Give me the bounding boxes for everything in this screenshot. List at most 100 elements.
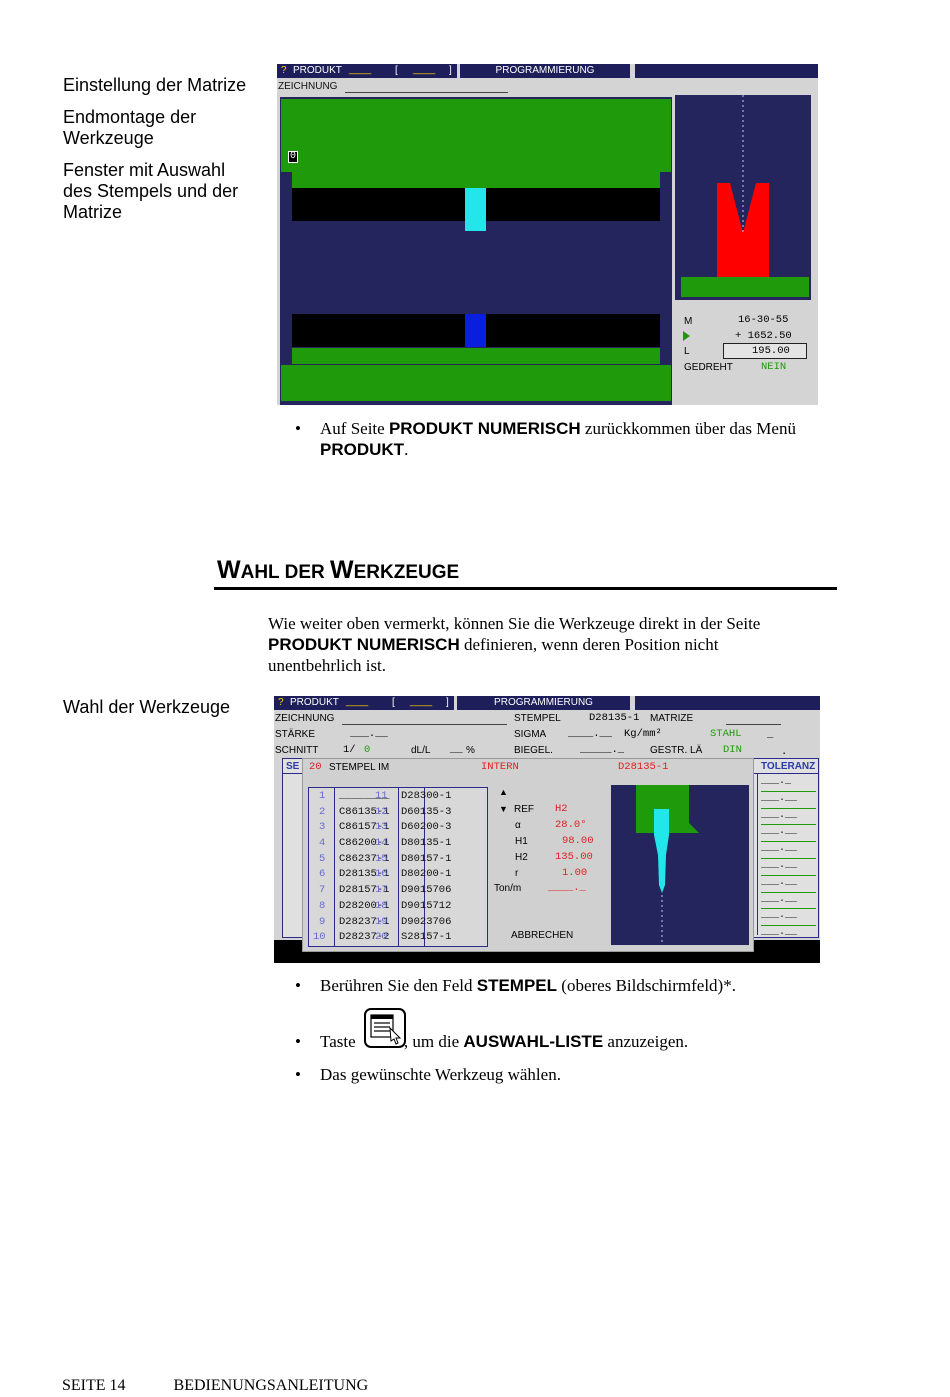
tool-list-value: D28300-1	[401, 790, 452, 802]
r-value: 1.00	[562, 867, 588, 879]
toleranz-cell[interactable]: ___.__	[761, 809, 816, 826]
list-key-icon[interactable]	[364, 1008, 406, 1048]
bracket: [	[395, 65, 398, 76]
toleranz-cell[interactable]: ___._	[761, 775, 816, 792]
programmierung-label: PROGRAMMIERUNG	[494, 697, 593, 708]
dll-label: dL/L	[411, 745, 431, 756]
stempel-label[interactable]: STEMPEL	[514, 713, 561, 724]
bullet-produkt-numerisch: • Auf Seite PRODUKT NUMERISCH zurückkomm…	[295, 418, 855, 460]
schnitt-value[interactable]: 0	[364, 744, 371, 756]
tool-list-index: 1	[319, 790, 326, 802]
dll-value[interactable]: __	[450, 744, 463, 756]
help-icon[interactable]: ?	[278, 697, 284, 708]
toleranz-cell[interactable]: ___.__	[761, 825, 816, 843]
tool-list-index: 13	[375, 821, 388, 834]
staerke-label: STÄRKE	[275, 729, 316, 740]
alpha-value: 28.0°	[555, 819, 587, 831]
tool-selection-popup[interactable]: 20 STEMPEL IM INTERN D28135-1 1________2…	[302, 758, 754, 952]
produkt-label: PRODUKT	[293, 65, 342, 76]
document-title: BEDIENUNGSANLEITUNG	[173, 1377, 369, 1394]
toleranz-cell[interactable]: ___.__	[761, 842, 816, 859]
text-bold: STEMPEL	[476, 976, 558, 995]
gedreht-value[interactable]: NEIN	[761, 361, 787, 373]
tool-list-value: D80200-1	[401, 868, 452, 881]
abbrechen-button[interactable]: ABBRECHEN	[511, 930, 574, 941]
bullet-text: Das gewünschte Werkzeug wählen.	[320, 1065, 561, 1084]
tool-list-index: 8	[319, 899, 326, 912]
matrize-label[interactable]: MATRIZE	[650, 713, 694, 724]
scroll-up-icon[interactable]: ▲	[499, 787, 508, 797]
biegel-value[interactable]: _____._	[580, 744, 625, 756]
tab-programmierung[interactable]: PROGRAMMIERUNG	[460, 64, 630, 78]
m-value: 16-30-55	[738, 314, 789, 326]
header-produkt[interactable]: ? PRODUKT ____ [ ____ ]	[274, 696, 454, 710]
page-number: SEITE 14	[62, 1377, 126, 1394]
material-value[interactable]: STAHL	[710, 728, 742, 740]
tool-list-index: 14	[375, 837, 388, 850]
sigma-value[interactable]: ____.__	[568, 728, 613, 740]
scroll-down-icon[interactable]: ▼	[499, 804, 508, 814]
die-preview	[675, 95, 811, 300]
plus-value: + 1652.50	[735, 330, 792, 342]
heading-small: AHL DER	[240, 562, 330, 583]
tool-list-item[interactable]: 16 D80200-1	[375, 868, 487, 884]
bracket: ]	[449, 65, 452, 76]
l-value: 195.00	[752, 345, 790, 357]
stempel-value[interactable]: D28135-1	[589, 712, 640, 724]
popup-selected: D28135-1	[618, 761, 669, 773]
popup-intern[interactable]: INTERN	[481, 761, 519, 773]
alpha-label: α	[515, 820, 521, 831]
blank-field: ____	[346, 696, 369, 707]
bracket: [	[392, 697, 395, 708]
pct-label: %	[466, 745, 475, 756]
l-input[interactable]: 195.00	[723, 343, 807, 359]
matrize-field[interactable]	[726, 724, 781, 725]
tonm-value[interactable]: ____._	[548, 882, 586, 894]
help-icon[interactable]: ?	[281, 65, 287, 76]
tool-list-item[interactable]: 1________	[309, 790, 399, 806]
toleranz-cell[interactable]: ___.__	[761, 909, 816, 927]
tool-list-index: 5	[319, 852, 326, 865]
toleranz-column: ___.____._____._____._____._____._____._…	[761, 775, 816, 943]
list-divider	[334, 788, 335, 946]
zeichnung-field[interactable]	[345, 92, 508, 93]
toleranz-cell[interactable]: ___.__	[761, 792, 816, 809]
toleranz-cell[interactable]: ___.__	[761, 893, 816, 910]
tool-list-index: 9	[319, 915, 326, 928]
staerke-value[interactable]: ___.__	[350, 728, 388, 740]
tool-list-index: 16	[375, 868, 388, 881]
heading-cap: W	[217, 556, 241, 584]
bullet-dot: •	[295, 419, 301, 438]
zeichnung-label: ZEICHNUNG	[278, 81, 338, 92]
section-heading: WAHL DER WERKZEUGE	[217, 556, 459, 585]
tab-programmierung[interactable]: PROGRAMMIERUNG	[457, 696, 630, 710]
gestr-value[interactable]: DIN	[723, 744, 742, 756]
tool-list-value: D28135-1	[339, 868, 390, 881]
blank-field: ____	[410, 696, 433, 707]
zeichnung-field[interactable]	[342, 724, 507, 725]
header-produkt[interactable]: ? PRODUKT ____ [ ____ ]	[277, 64, 457, 78]
toleranz-cell[interactable]: ___.__	[761, 859, 816, 876]
toleranz-cell[interactable]: ___.__	[761, 876, 816, 893]
play-arrow-icon[interactable]	[683, 331, 690, 341]
intro-line: PRODUKT NUMERISCH definieren, wenn deren…	[268, 634, 848, 655]
